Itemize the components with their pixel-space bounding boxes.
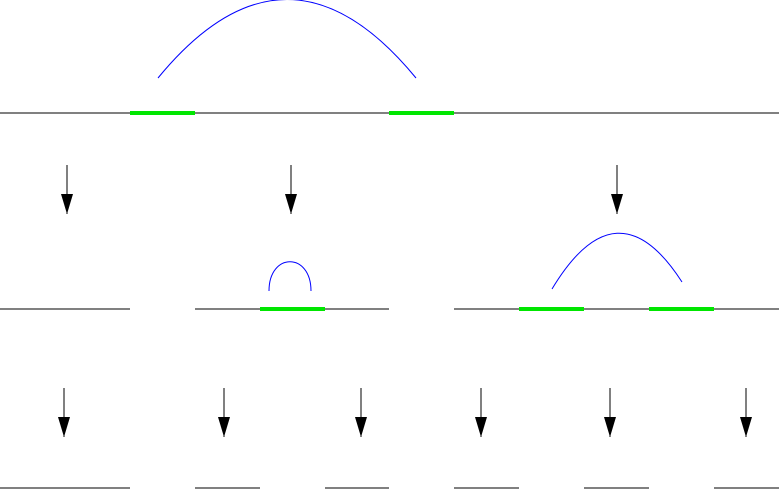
arrows-1-to-2 xyxy=(58,388,752,437)
arrows-0-to-1 xyxy=(61,165,623,214)
down-arrow-head-icon xyxy=(604,417,616,437)
down-arrow-head-icon xyxy=(285,194,297,214)
level-0 xyxy=(0,0,779,115)
down-arrow-head-icon xyxy=(611,194,623,214)
level-1 xyxy=(0,232,779,311)
down-arrow-head-icon xyxy=(740,417,752,437)
arc-level1-small xyxy=(268,261,312,292)
down-arrow-head-icon xyxy=(355,417,367,437)
down-arrow-head-icon xyxy=(475,417,487,437)
arc-level0 xyxy=(157,0,417,79)
down-arrow-head-icon xyxy=(218,417,230,437)
arc-level1-large xyxy=(551,232,683,290)
down-arrow-head-icon xyxy=(58,417,70,437)
down-arrow-head-icon xyxy=(61,194,73,214)
